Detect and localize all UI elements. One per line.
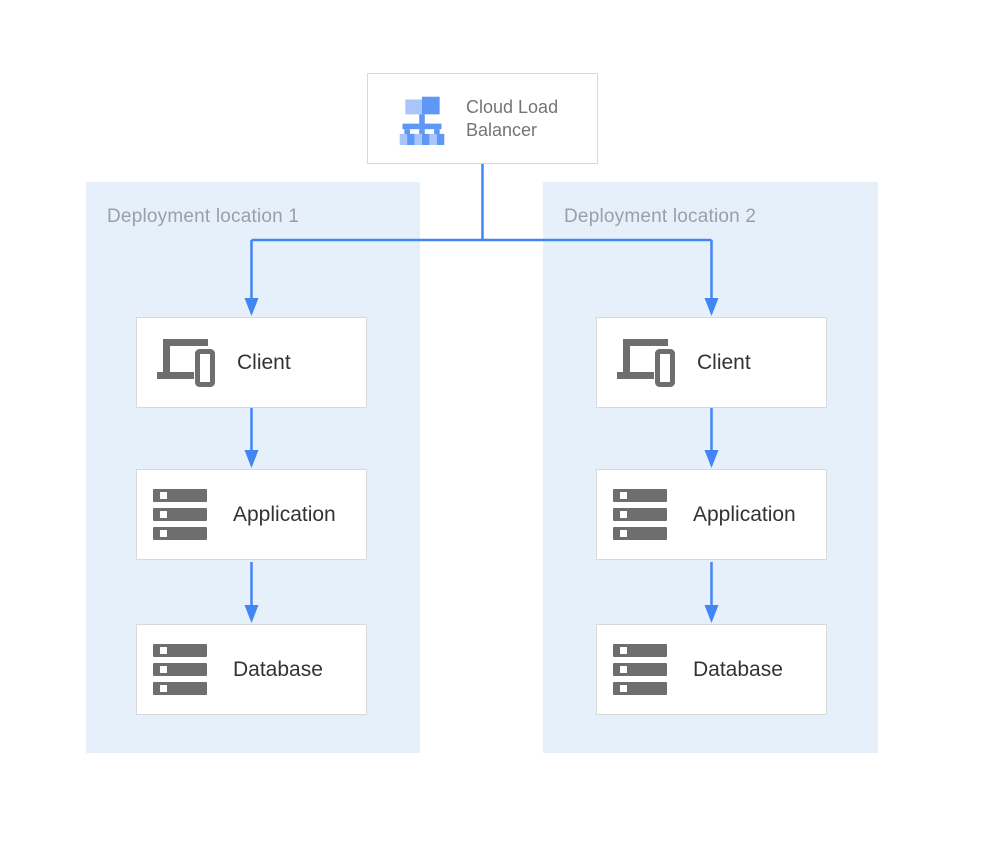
deployment-location-2-label: Deployment location 2 — [564, 206, 757, 227]
database-label: Database — [693, 657, 783, 681]
server-stack-icon — [613, 489, 667, 540]
client-node-1: Client — [136, 317, 367, 408]
application-label: Application — [693, 502, 796, 526]
application-node-1: Application — [136, 469, 367, 560]
client-label: Client — [697, 350, 751, 374]
application-node-2: Application — [596, 469, 827, 560]
cloud-load-balancer-node: Cloud Load Balancer — [367, 73, 598, 164]
server-stack-icon — [613, 644, 667, 695]
database-node-1: Database — [136, 624, 367, 715]
client-node-2: Client — [596, 317, 827, 408]
client-devices-icon — [617, 338, 675, 387]
load-balancer-icon — [399, 96, 445, 145]
deployment-location-1-label: Deployment location 1 — [107, 206, 300, 227]
client-devices-icon — [157, 338, 215, 387]
database-node-2: Database — [596, 624, 827, 715]
database-label: Database — [233, 657, 323, 681]
application-label: Application — [233, 502, 336, 526]
client-label: Client — [237, 350, 291, 374]
server-stack-icon — [153, 489, 207, 540]
server-stack-icon — [153, 644, 207, 695]
cloud-load-balancer-label: Cloud Load Balancer — [466, 96, 559, 140]
